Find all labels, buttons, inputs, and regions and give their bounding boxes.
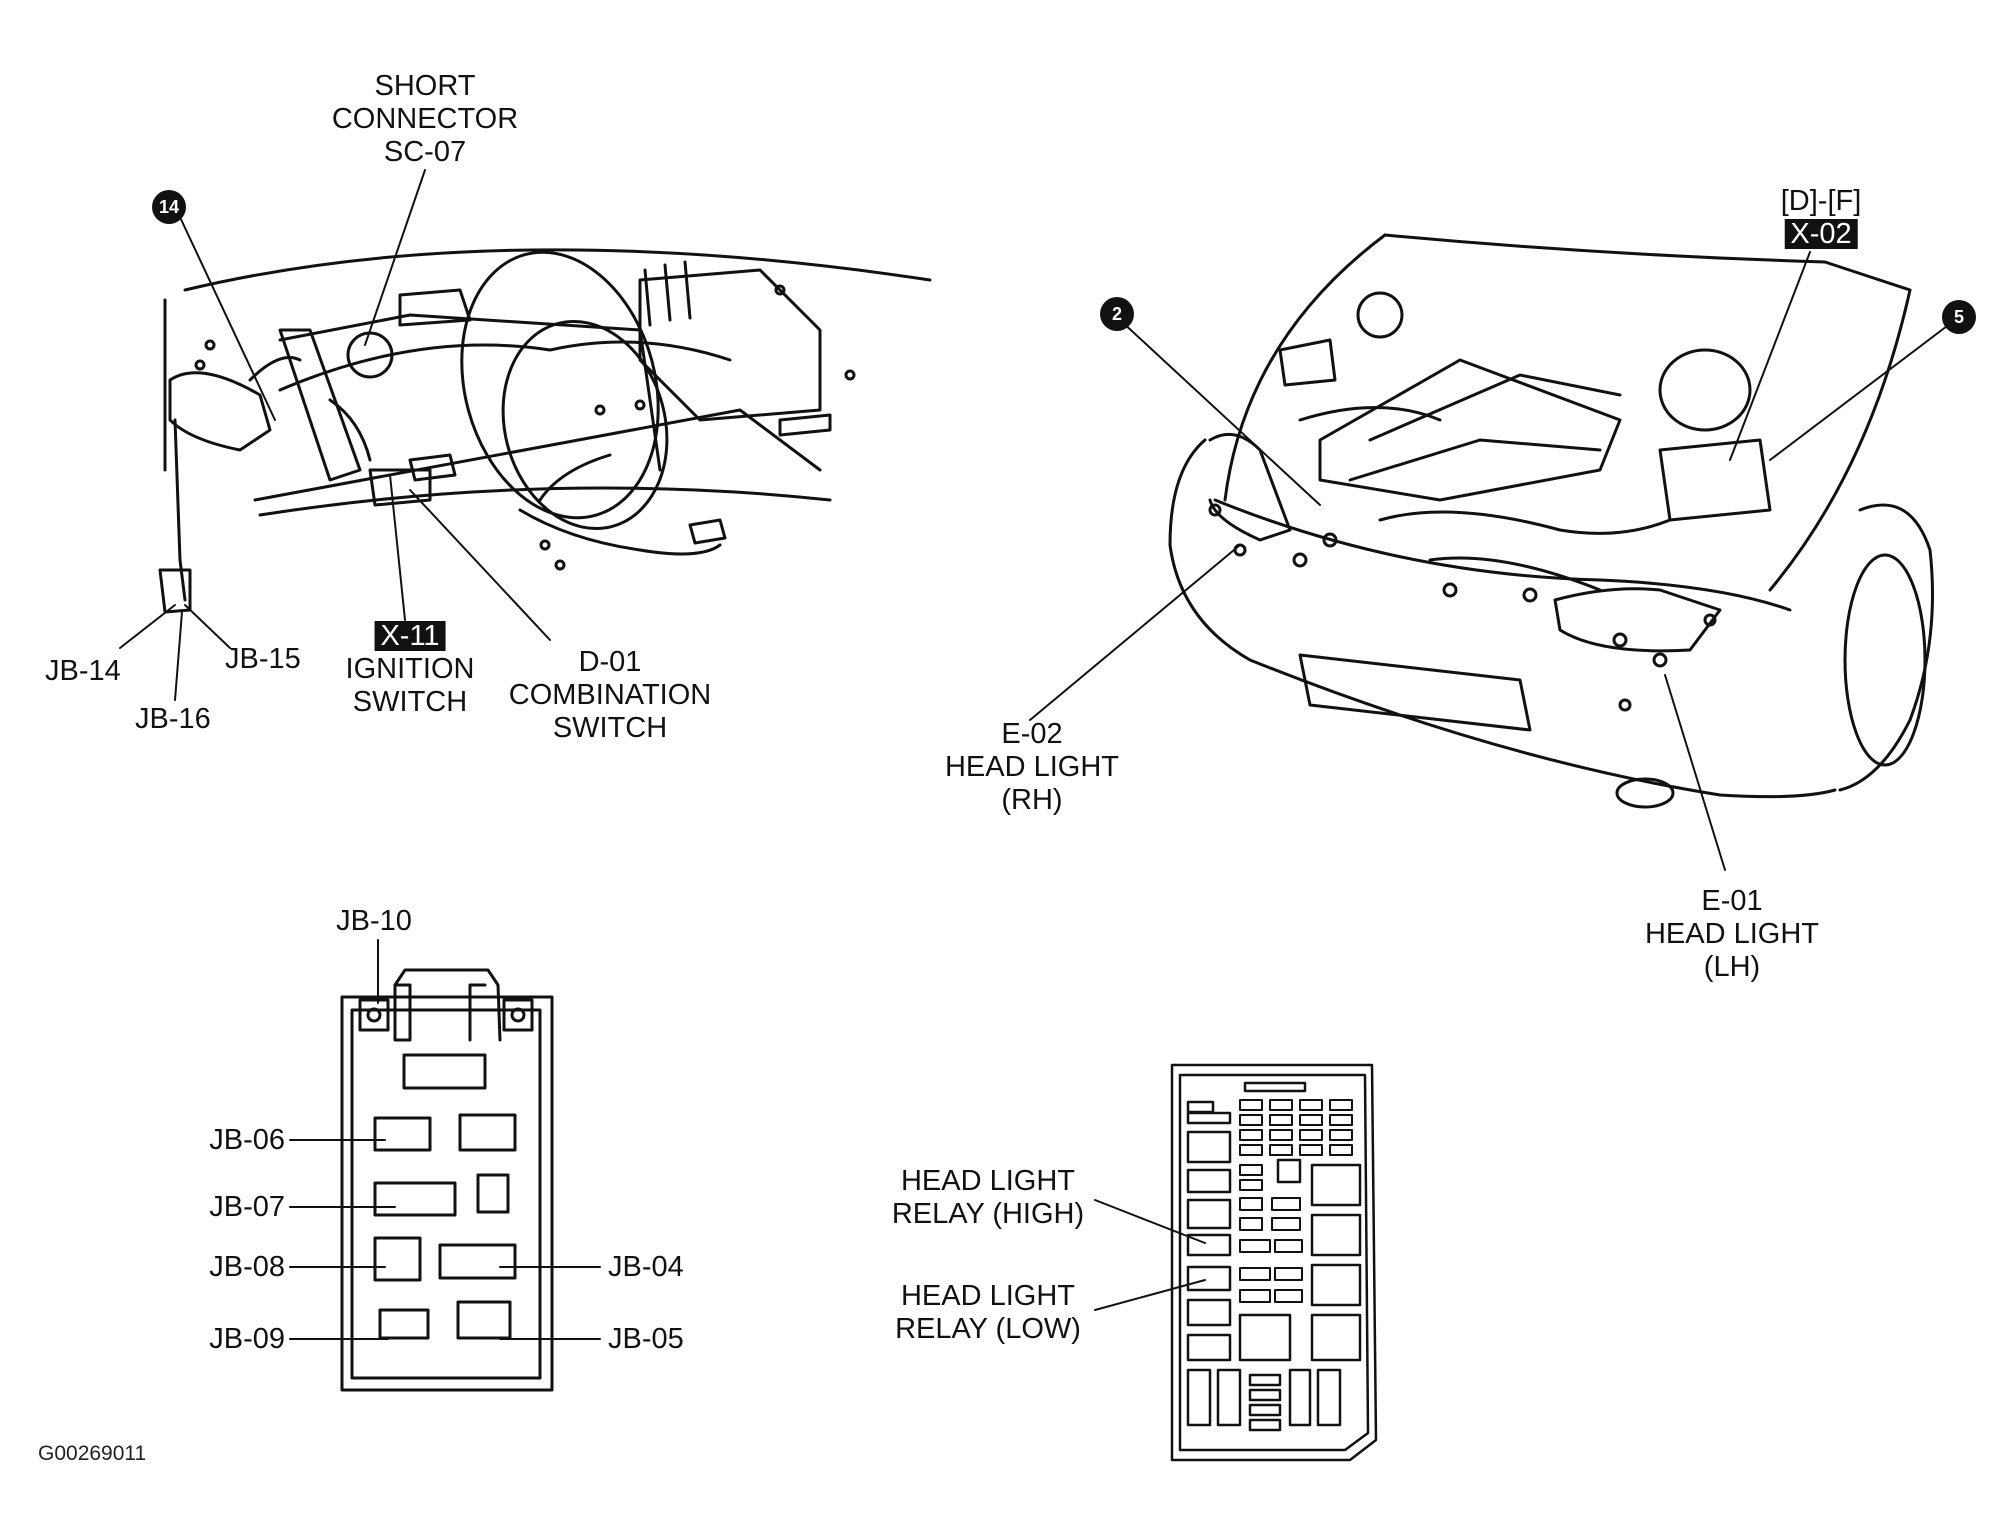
jb04-label: JB-04	[608, 1251, 684, 1283]
jb06-label: JB-06	[209, 1124, 285, 1156]
short-connector-line3: SC-07	[383, 136, 467, 168]
relay-high-label: HEAD LIGHT RELAY (HIGH)	[892, 1165, 1084, 1231]
dashboard-leaders	[119, 169, 551, 701]
jb14-label: JB-14	[45, 655, 121, 687]
car-leaders	[1029, 251, 1956, 871]
jb16-label: JB-16	[135, 703, 211, 735]
dashboard-drawing	[158, 248, 932, 614]
short-connector-line1: SHORT	[374, 70, 476, 102]
callout-badge-14: 14	[152, 190, 186, 224]
callout-badge-5: 5	[1942, 300, 1976, 334]
relay-low-line2: RELAY (LOW)	[895, 1313, 1081, 1345]
ignition-switch-line2: SWITCH	[352, 686, 468, 718]
combination-switch-line3: SWITCH	[552, 712, 668, 744]
jb15-label: JB-15	[225, 643, 301, 675]
head-light-lh-line3: (LH)	[1703, 951, 1761, 983]
head-light-rh-line3: (RH)	[1001, 784, 1063, 816]
jb09-label: JB-09	[209, 1323, 285, 1355]
head-light-rh-line2: HEAD LIGHT	[944, 751, 1120, 783]
head-light-rh-label: E-02 HEAD LIGHT (RH)	[945, 718, 1119, 817]
short-connector-label: SHORT CONNECTOR SC-07	[332, 70, 518, 169]
head-light-rh-line1: E-02	[1001, 718, 1063, 750]
junction-block-drawing	[340, 968, 554, 1392]
combination-switch-line1: D-01	[578, 646, 642, 678]
ignition-switch-line1: IGNITION	[345, 653, 475, 685]
relay-high-line2: RELAY (HIGH)	[891, 1198, 1085, 1230]
jb05-label: JB-05	[608, 1323, 684, 1355]
head-light-lh-line2: HEAD LIGHT	[1644, 918, 1820, 950]
junction-block-leaders	[289, 939, 601, 1340]
relay-low-line1: HEAD LIGHT	[900, 1280, 1076, 1312]
relay-low-label: HEAD LIGHT RELAY (LOW)	[895, 1280, 1081, 1346]
short-connector-line2: CONNECTOR	[331, 103, 519, 135]
combination-switch-label: D-01 COMBINATION SWITCH	[509, 646, 711, 745]
df-text: [D]-[F]	[1780, 185, 1862, 217]
jb08-label: JB-08	[209, 1251, 285, 1283]
relay-box-leaders	[1094, 1199, 1206, 1311]
ignition-switch-code: X-11	[374, 621, 446, 651]
callout-badge-2: 2	[1100, 297, 1134, 331]
ignition-switch-label: X-11 IGNITION SWITCH	[345, 620, 475, 719]
relay-high-line1: HEAD LIGHT	[900, 1165, 1076, 1197]
combination-switch-line2: COMBINATION	[508, 679, 712, 711]
x02-code: X-02	[1784, 219, 1858, 249]
relay-box-drawing	[1170, 1063, 1378, 1462]
jb07-label: JB-07	[209, 1191, 285, 1223]
car-drawing	[1168, 233, 1934, 809]
jb10-label: JB-10	[336, 905, 412, 937]
head-light-lh-line1: E-01	[1701, 885, 1763, 917]
head-light-lh-label: E-01 HEAD LIGHT (LH)	[1645, 885, 1819, 984]
df-label: [D]-[F] X-02	[1780, 185, 1862, 251]
figure-code: G00269011	[38, 1442, 147, 1465]
